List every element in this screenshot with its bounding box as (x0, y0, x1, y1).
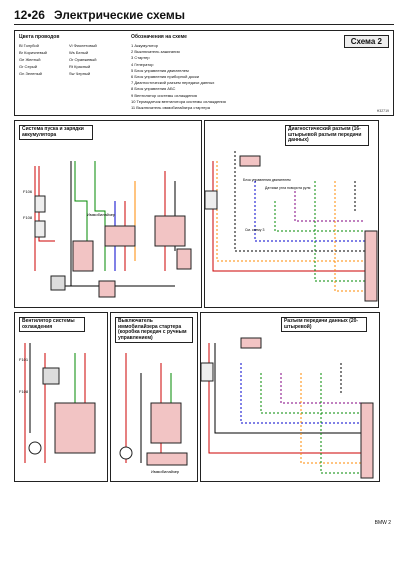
wire-color-item: Gr Серый (19, 64, 38, 69)
panel-title: Выключатель иммобилайзера стартера (коро… (115, 317, 193, 343)
panel-starting-charging: Система пуска и зарядки аккумулятора Имм… (14, 120, 202, 308)
panel-title: Разъем передачи данных (20-штыревой) (281, 317, 367, 332)
wire-color-item: Br Коричневый (19, 50, 47, 55)
page-title: Электрические схемы (54, 8, 186, 22)
symbol-item: 7 Диагностический разъем передачи данных (131, 80, 215, 86)
panel-diagnostic-16pin: Диагностический разъем (16-штырьевой раз… (204, 120, 379, 308)
symbol-item: 4 Генератор (131, 61, 154, 67)
symbol-item: 6 Блок управления приборной доски (131, 74, 199, 79)
wire-color-item: Bl Голубой (19, 43, 39, 48)
svg-text:F106: F106 (23, 189, 33, 194)
page-number: 12•26 (14, 8, 45, 22)
wire-color-item: Gn Зеленый (19, 71, 42, 76)
immobilizer-label-2: Иммобилайзер (151, 469, 180, 474)
symbol-item: 9 Вентилятор системы охлаждения (131, 92, 197, 98)
immobilizer-label: Иммобилайзер (87, 212, 116, 217)
page-header: 12•26 Электрические схемы (14, 8, 394, 25)
cooling-fan-diagram: F101 F108 (19, 343, 96, 463)
symbol-item: 3 Стартер (131, 55, 150, 61)
scheme-label: Схема 2 (343, 35, 389, 48)
wire-color-item: Ws Белый (69, 50, 89, 55)
wire-color-item: Or Оранжевый (69, 57, 97, 62)
svg-text:Датчики угла поворота руля: Датчики угла поворота руля (265, 186, 311, 190)
svg-text:Блок управления двигателем: Блок управления двигателем (243, 178, 291, 182)
symbol-item: 1 Аккумулятор (131, 43, 158, 48)
figure-code: H32719 (376, 109, 389, 113)
svg-text:F108: F108 (23, 215, 33, 220)
symbol-item: 10 Термодатчик вентилятора системы охлаж… (131, 98, 226, 104)
wire-color-item: Vi Фиолетовый (69, 43, 97, 48)
symbol-item: 11 Выключатель иммобилайзера стартера (131, 105, 210, 110)
page-footer-ref: BMW 2 (374, 520, 391, 526)
data-connector-20pin-diagram (201, 337, 374, 479)
panel-cooling-fan: Вентилятор системы охлаждения F101 F108 (14, 312, 108, 482)
wire-color-item: Ge Желтый (19, 57, 41, 62)
panel-title: Вентилятор системы охлаждения (19, 317, 85, 332)
symbols-title: Обозначения на схеме (131, 34, 187, 40)
panel-starter-immobilizer: Выключатель иммобилайзера стартера (коро… (110, 312, 198, 482)
starting-charging-diagram: Иммобилайзер F106 F108 (23, 161, 192, 298)
panel-title: Система пуска и зарядки аккумулятора (19, 125, 93, 140)
svg-text:См. схему 3: См. схему 3 (245, 228, 264, 232)
svg-text:F108: F108 (19, 389, 29, 394)
symbol-item: 2 Выключатель зажигания (131, 49, 180, 55)
starter-immobilizer-diagram: Иммобилайзер (119, 353, 188, 474)
wire-colors-title: Цвета проводов (19, 34, 60, 40)
panel-data-connector-20pin: Разъем передачи данных (20-штыревой) (200, 312, 380, 482)
wire-color-item: Sw Черный (69, 71, 91, 76)
symbol-item: 8 Блок управления АБС (131, 86, 176, 92)
diagnostic-16pin-diagram: Блок управления двигателем Датчики угла … (205, 151, 378, 302)
svg-text:F101: F101 (19, 357, 29, 362)
symbol-item: 5 Блок управления двигателем (131, 67, 189, 73)
wire-color-item: Rt Красный (69, 64, 91, 69)
panel-title: Диагностический разъем (16-штырьевой раз… (285, 125, 369, 146)
